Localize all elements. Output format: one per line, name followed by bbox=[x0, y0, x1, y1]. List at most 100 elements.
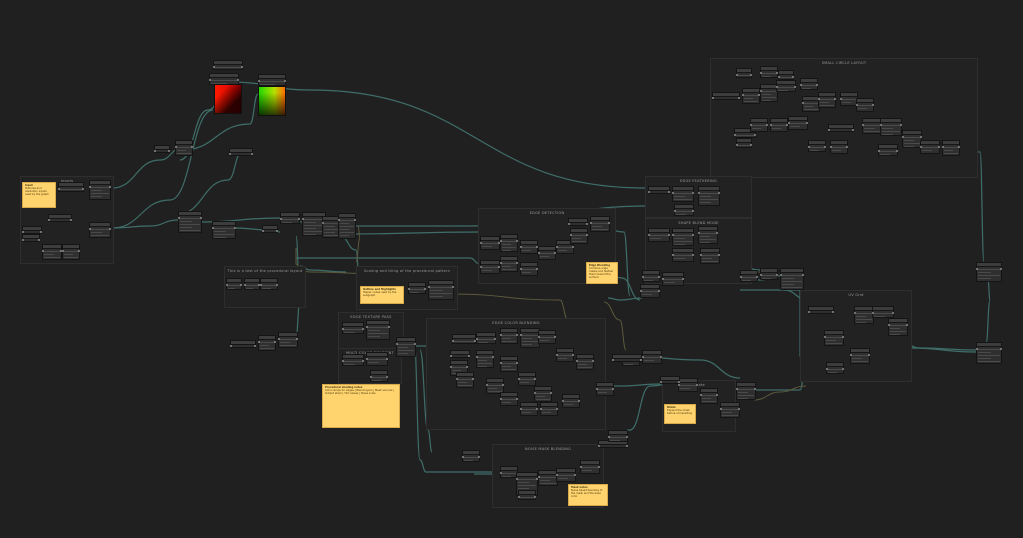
input-socket[interactable] bbox=[538, 476, 540, 478]
node-header[interactable] bbox=[501, 257, 517, 261]
node-header[interactable] bbox=[809, 307, 833, 311]
output-socket[interactable] bbox=[920, 136, 922, 138]
input-socket[interactable] bbox=[450, 355, 452, 357]
output-socket[interactable] bbox=[516, 398, 518, 400]
output-socket[interactable] bbox=[78, 250, 80, 252]
input-socket[interactable] bbox=[452, 340, 454, 342]
graph-node[interactable] bbox=[736, 382, 756, 400]
output-socket[interactable] bbox=[776, 274, 778, 276]
output-socket[interactable] bbox=[786, 124, 788, 126]
graph-node[interactable] bbox=[480, 236, 500, 250]
graph-node[interactable] bbox=[742, 88, 760, 104]
graph-node[interactable] bbox=[518, 490, 536, 500]
graph-node[interactable] bbox=[538, 330, 556, 344]
output-socket[interactable] bbox=[254, 345, 256, 347]
input-socket[interactable] bbox=[826, 368, 828, 370]
output-socket[interactable] bbox=[468, 355, 470, 357]
graph-node[interactable] bbox=[596, 382, 614, 396]
graph-node[interactable] bbox=[734, 128, 756, 138]
input-socket[interactable] bbox=[48, 219, 50, 221]
node-header[interactable] bbox=[721, 403, 739, 407]
input-socket[interactable] bbox=[500, 362, 502, 364]
node-header[interactable] bbox=[49, 215, 71, 219]
input-socket[interactable] bbox=[462, 456, 464, 458]
input-socket[interactable] bbox=[22, 231, 24, 233]
connection-wire[interactable] bbox=[295, 257, 481, 265]
output-socket[interactable] bbox=[572, 354, 574, 356]
graph-node[interactable] bbox=[258, 335, 276, 351]
graph-node[interactable] bbox=[213, 60, 243, 70]
graph-node[interactable] bbox=[720, 402, 740, 418]
node-header[interactable] bbox=[889, 319, 907, 323]
connection-wire[interactable] bbox=[985, 279, 991, 345]
node-header[interactable] bbox=[713, 93, 739, 97]
output-socket[interactable] bbox=[846, 146, 848, 148]
output-socket[interactable] bbox=[766, 124, 768, 126]
input-socket[interactable] bbox=[648, 191, 650, 193]
node-header[interactable] bbox=[519, 491, 535, 495]
node-header[interactable] bbox=[501, 329, 517, 333]
input-socket[interactable] bbox=[42, 250, 44, 252]
graph-node[interactable] bbox=[366, 320, 390, 340]
graph-node[interactable] bbox=[830, 140, 848, 154]
input-socket[interactable] bbox=[872, 312, 874, 314]
graph-node[interactable] bbox=[500, 256, 518, 272]
node-header[interactable] bbox=[699, 227, 717, 231]
node-header[interactable] bbox=[477, 333, 495, 337]
node-header[interactable] bbox=[214, 61, 242, 65]
input-socket[interactable] bbox=[518, 496, 520, 498]
input-socket[interactable] bbox=[229, 153, 231, 155]
node-header[interactable] bbox=[279, 333, 297, 337]
graph-node[interactable] bbox=[342, 322, 364, 334]
input-socket[interactable] bbox=[370, 376, 372, 378]
graph-node[interactable] bbox=[608, 430, 628, 442]
node-header[interactable] bbox=[557, 349, 573, 353]
graph-node[interactable] bbox=[538, 246, 556, 260]
node-header[interactable] bbox=[699, 187, 719, 191]
graph-node[interactable] bbox=[862, 118, 884, 134]
input-socket[interactable] bbox=[538, 252, 540, 254]
output-socket[interactable] bbox=[472, 378, 474, 380]
graph-node[interactable] bbox=[89, 180, 111, 200]
graph-node[interactable] bbox=[826, 362, 844, 374]
graph-node[interactable] bbox=[462, 450, 480, 462]
input-socket[interactable] bbox=[518, 378, 520, 380]
graph-node[interactable] bbox=[22, 234, 40, 242]
graph-node[interactable] bbox=[828, 124, 854, 132]
graph-node[interactable] bbox=[840, 92, 858, 106]
output-socket[interactable] bbox=[234, 227, 236, 229]
output-socket[interactable] bbox=[354, 219, 356, 221]
connection-wire[interactable] bbox=[229, 81, 646, 189]
input-socket[interactable] bbox=[640, 290, 642, 292]
output-socket[interactable] bbox=[824, 146, 826, 148]
node-header[interactable] bbox=[477, 351, 493, 355]
output-socket[interactable] bbox=[82, 188, 84, 190]
node-header[interactable] bbox=[409, 283, 425, 287]
node-header[interactable] bbox=[541, 403, 557, 407]
output-socket[interactable] bbox=[362, 360, 364, 362]
output-socket[interactable] bbox=[251, 153, 253, 155]
graph-node[interactable] bbox=[212, 221, 236, 239]
graph-node[interactable] bbox=[280, 212, 300, 224]
input-socket[interactable] bbox=[244, 284, 246, 286]
output-socket[interactable] bbox=[536, 246, 538, 248]
node-header[interactable] bbox=[737, 69, 751, 73]
output-socket[interactable] bbox=[550, 392, 552, 394]
graph-node[interactable] bbox=[850, 348, 870, 364]
graph-node[interactable] bbox=[556, 240, 574, 254]
output-socket[interactable] bbox=[692, 234, 694, 236]
input-socket[interactable] bbox=[672, 254, 674, 256]
input-socket[interactable] bbox=[720, 408, 722, 410]
graph-node[interactable] bbox=[612, 354, 642, 362]
input-socket[interactable] bbox=[700, 394, 702, 396]
node-header[interactable] bbox=[741, 271, 757, 275]
graph-node[interactable] bbox=[700, 248, 720, 264]
output-socket[interactable] bbox=[200, 217, 202, 219]
node-header[interactable] bbox=[819, 93, 835, 97]
node-header[interactable] bbox=[539, 331, 555, 335]
output-socket[interactable] bbox=[498, 242, 500, 244]
output-socket[interactable] bbox=[572, 246, 574, 248]
output-socket[interactable] bbox=[556, 408, 558, 410]
output-socket[interactable] bbox=[668, 191, 670, 193]
